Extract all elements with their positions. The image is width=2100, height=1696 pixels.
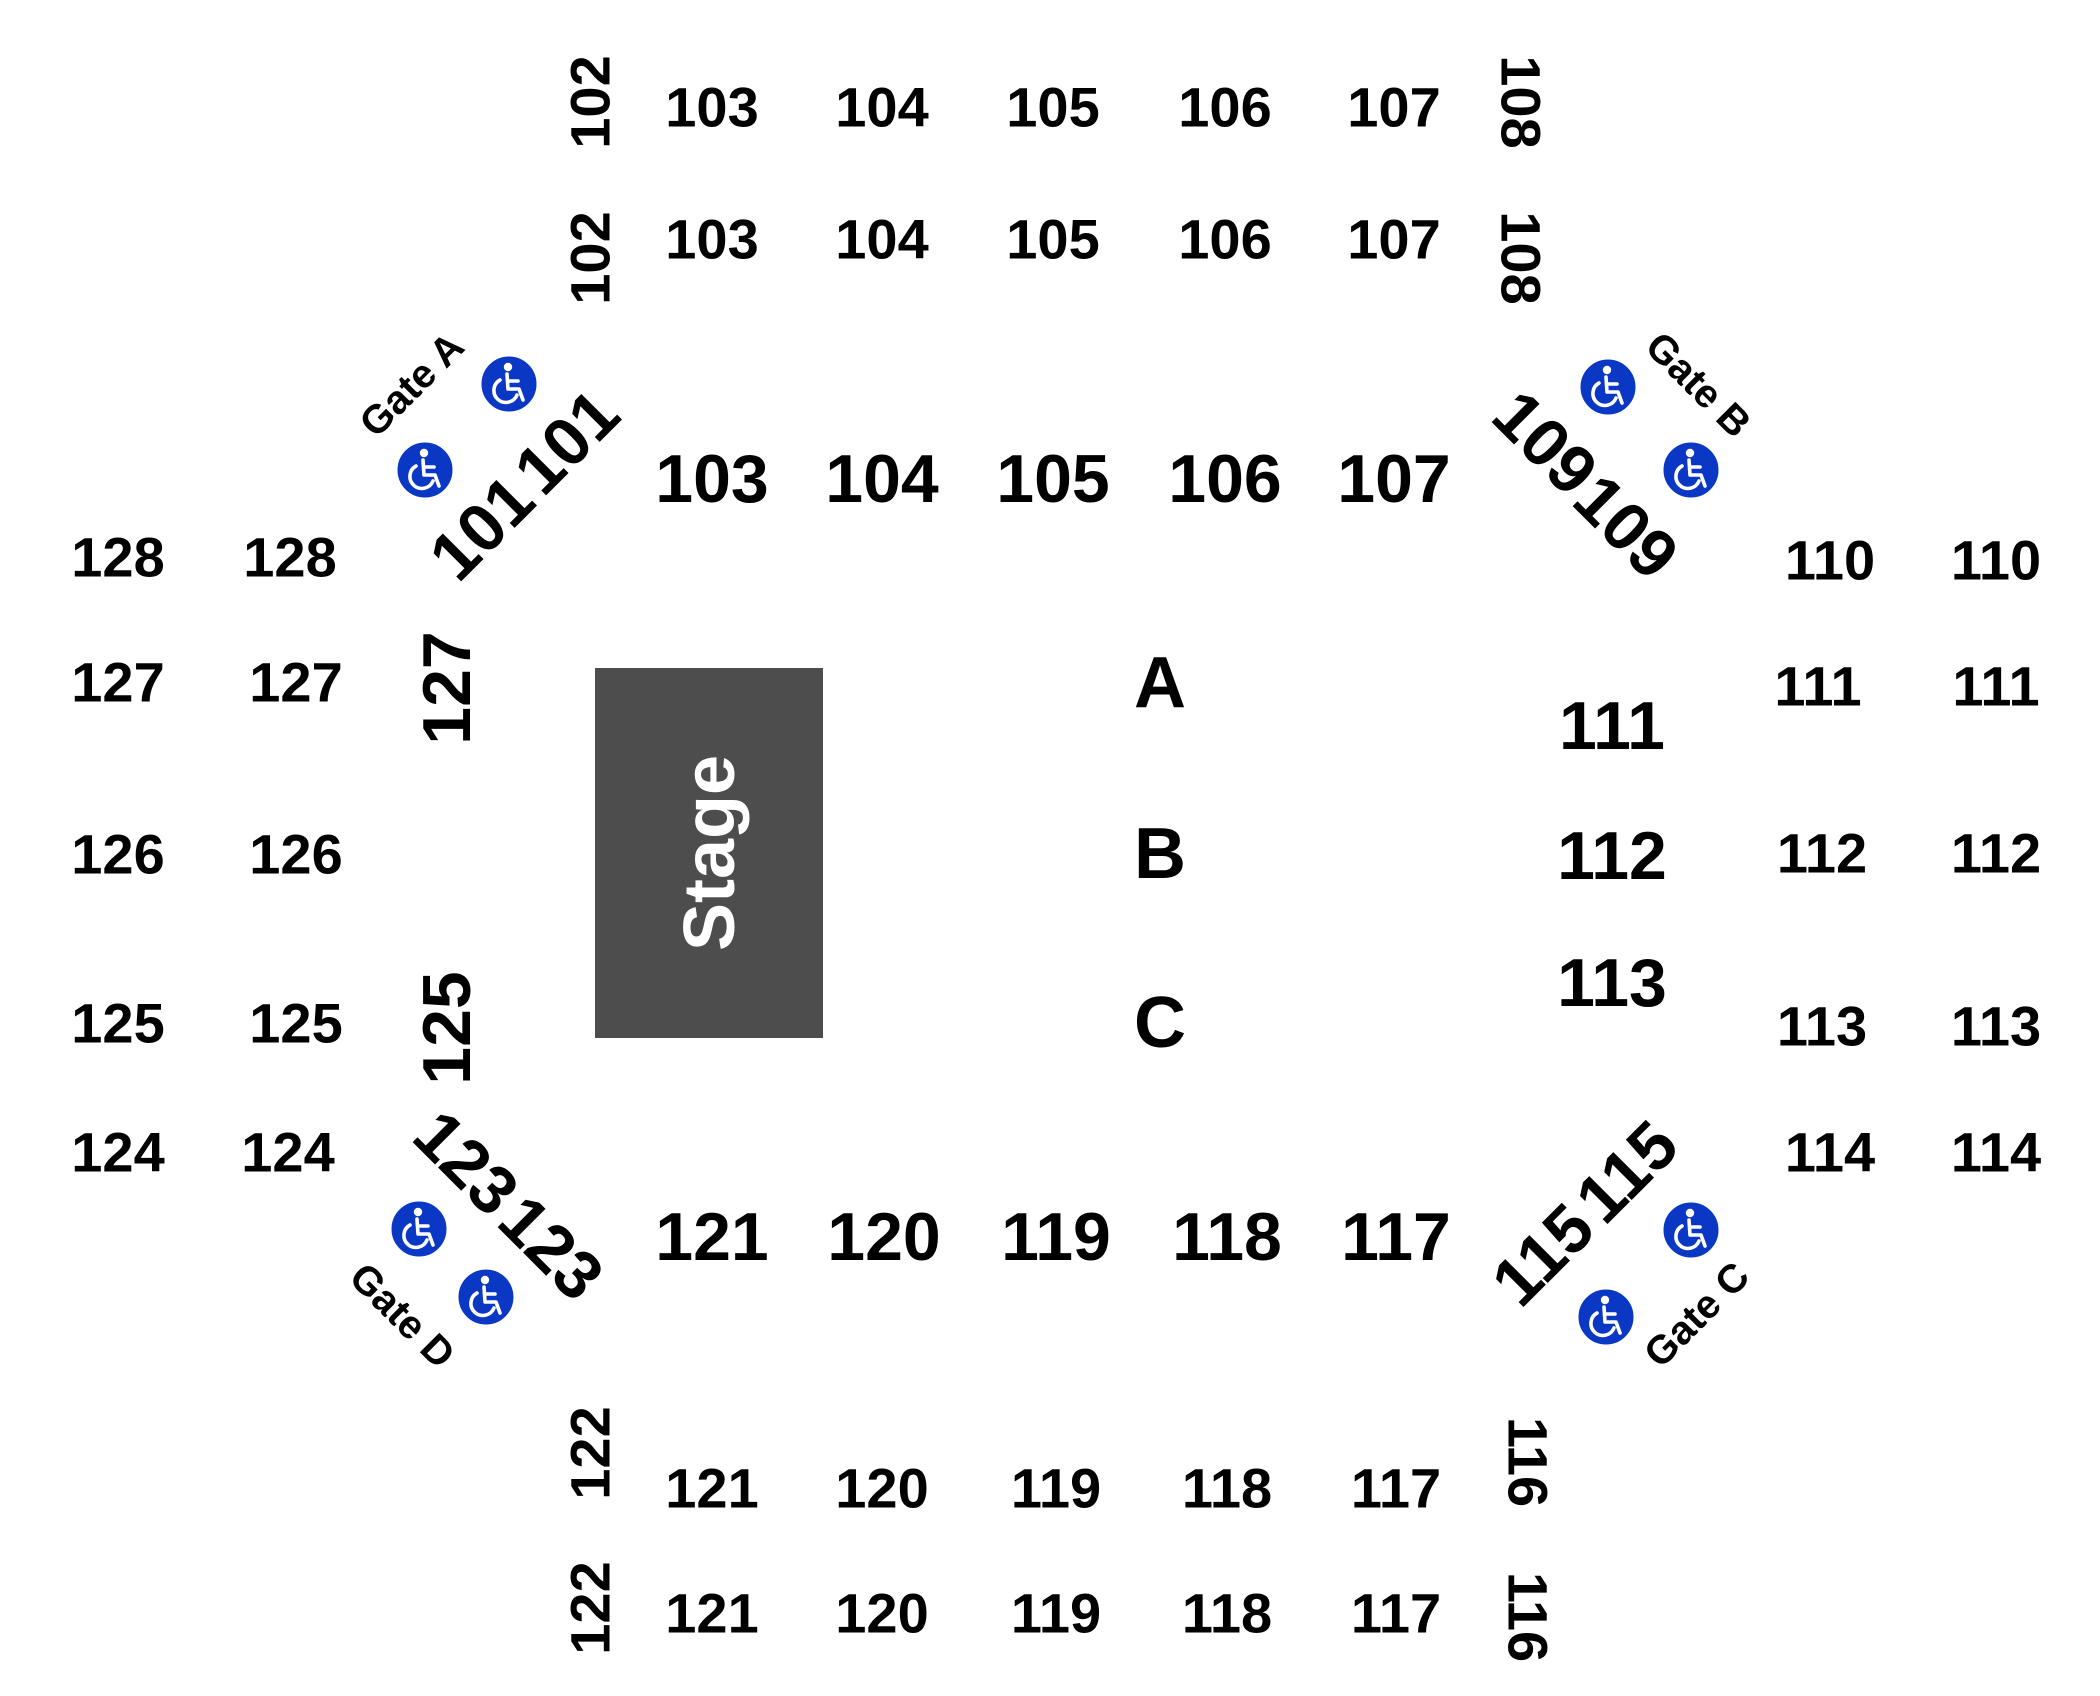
section-112-inner[interactable]: 112	[1777, 822, 1867, 885]
section-114-outer[interactable]: 114	[1951, 1121, 2041, 1184]
section-125-inner[interactable]: 125	[249, 992, 342, 1055]
stage-label: Stage	[670, 755, 750, 951]
floor-row-a[interactable]: A	[1134, 643, 1186, 723]
section-124-outer[interactable]: 124	[71, 1121, 164, 1184]
section-113-outer[interactable]: 113	[1951, 995, 2041, 1058]
section-127-floor[interactable]: 127	[409, 631, 485, 744]
section-111-outer[interactable]: 111	[1952, 655, 2039, 718]
section-104-outer[interactable]: 104	[835, 76, 928, 139]
section-106-inner[interactable]: 106	[1168, 441, 1281, 517]
section-117-outer[interactable]: 117	[1351, 1582, 1441, 1645]
section-122-outer[interactable]: 122	[559, 1561, 622, 1654]
floor-row-c[interactable]: C	[1134, 983, 1186, 1063]
section-103-inner[interactable]: 103	[655, 441, 768, 517]
section-108-middle[interactable]: 108	[1490, 211, 1553, 304]
gate-b-label[interactable]: Gate B	[1637, 324, 1759, 446]
section-107-inner[interactable]: 107	[1337, 441, 1450, 517]
right-sections: 110 110 111 111 111 112 112 112 113 113 …	[1557, 529, 2041, 1184]
floor-rows: A B C	[1134, 643, 1186, 1063]
section-125-outer[interactable]: 125	[71, 992, 164, 1055]
section-104-middle[interactable]: 104	[835, 208, 928, 271]
section-102-outer[interactable]: 102	[559, 55, 622, 148]
section-120-middle[interactable]: 120	[835, 1457, 928, 1520]
section-110-inner[interactable]: 110	[1785, 529, 1875, 592]
section-118-middle[interactable]: 118	[1182, 1457, 1272, 1520]
wheelchair-icon[interactable]	[1575, 1286, 1637, 1348]
gate-c-label[interactable]: Gate C	[1636, 1254, 1758, 1376]
section-102-middle[interactable]: 102	[559, 211, 622, 304]
section-112-outer[interactable]: 112	[1951, 822, 2041, 885]
section-117-inner[interactable]: 117	[1341, 1199, 1451, 1275]
bottom-sections: 121 120 119 118 117 122 121 120 119 118 …	[559, 1199, 1560, 1662]
section-116-middle[interactable]: 116	[1497, 1417, 1560, 1507]
section-121-inner[interactable]: 121	[655, 1199, 768, 1275]
section-103-middle[interactable]: 103	[665, 208, 758, 271]
section-110-outer[interactable]: 110	[1951, 529, 2041, 592]
section-113-floor[interactable]: 113	[1557, 945, 1667, 1021]
section-119-middle[interactable]: 119	[1011, 1457, 1101, 1520]
gate-a-label[interactable]: Gate A	[351, 324, 472, 445]
wheelchair-icon[interactable]	[388, 1198, 450, 1260]
wheelchair-icon[interactable]	[394, 439, 456, 501]
section-119-inner[interactable]: 119	[1001, 1199, 1111, 1275]
section-120-inner[interactable]: 120	[827, 1199, 940, 1275]
left-sections: 128 128 127 127 127 126 126 125 125 125 …	[71, 526, 485, 1184]
section-120-outer[interactable]: 120	[835, 1582, 928, 1645]
section-112-floor[interactable]: 112	[1557, 818, 1667, 894]
section-126-outer[interactable]: 126	[71, 823, 164, 886]
section-105-middle[interactable]: 105	[1006, 208, 1099, 271]
section-118-inner[interactable]: 118	[1172, 1199, 1282, 1275]
section-127-outer[interactable]: 127	[71, 651, 164, 714]
section-111-floor[interactable]: 111	[1559, 688, 1665, 764]
section-107-outer[interactable]: 107	[1347, 76, 1440, 139]
section-128-inner[interactable]: 128	[243, 526, 336, 589]
section-103-outer[interactable]: 103	[665, 76, 758, 139]
section-121-middle[interactable]: 121	[665, 1457, 758, 1520]
section-116-outer[interactable]: 116	[1497, 1572, 1560, 1662]
section-122-middle[interactable]: 122	[559, 1406, 622, 1499]
section-124-inner[interactable]: 124	[241, 1121, 334, 1184]
section-128-outer[interactable]: 128	[71, 526, 164, 589]
stage-block	[595, 668, 823, 1038]
wheelchair-icon[interactable]	[1660, 1199, 1722, 1261]
section-105-outer[interactable]: 105	[1006, 76, 1099, 139]
section-121-outer[interactable]: 121	[665, 1582, 758, 1645]
gate-d-label[interactable]: Gate D	[341, 1255, 463, 1377]
section-119-outer[interactable]: 119	[1011, 1582, 1101, 1645]
section-127-inner[interactable]: 127	[249, 651, 342, 714]
wheelchair-icon[interactable]	[1577, 356, 1639, 418]
section-108-outer[interactable]: 108	[1490, 55, 1553, 148]
section-106-outer[interactable]: 106	[1178, 76, 1271, 139]
section-125-floor[interactable]: 125	[409, 971, 485, 1084]
section-111-inner[interactable]: 111	[1774, 655, 1861, 718]
section-114-inner[interactable]: 114	[1785, 1121, 1875, 1184]
section-113-inner[interactable]: 113	[1777, 995, 1867, 1058]
floor-row-b[interactable]: B	[1134, 814, 1186, 894]
top-sections: 102 103 104 105 106 107 108 102 103 104 …	[559, 55, 1553, 517]
wheelchair-icon[interactable]	[478, 353, 540, 415]
section-104-inner[interactable]: 104	[825, 441, 939, 517]
section-106-middle[interactable]: 106	[1178, 208, 1271, 271]
section-105-inner[interactable]: 105	[996, 441, 1109, 517]
stage: Stage	[595, 668, 823, 1038]
wheelchair-icon[interactable]	[1660, 439, 1722, 501]
wheelchair-icon[interactable]	[455, 1266, 517, 1328]
section-107-middle[interactable]: 107	[1347, 208, 1440, 271]
section-118-outer[interactable]: 118	[1182, 1582, 1272, 1645]
section-117-middle[interactable]: 117	[1351, 1457, 1441, 1520]
section-126-inner[interactable]: 126	[249, 823, 342, 886]
